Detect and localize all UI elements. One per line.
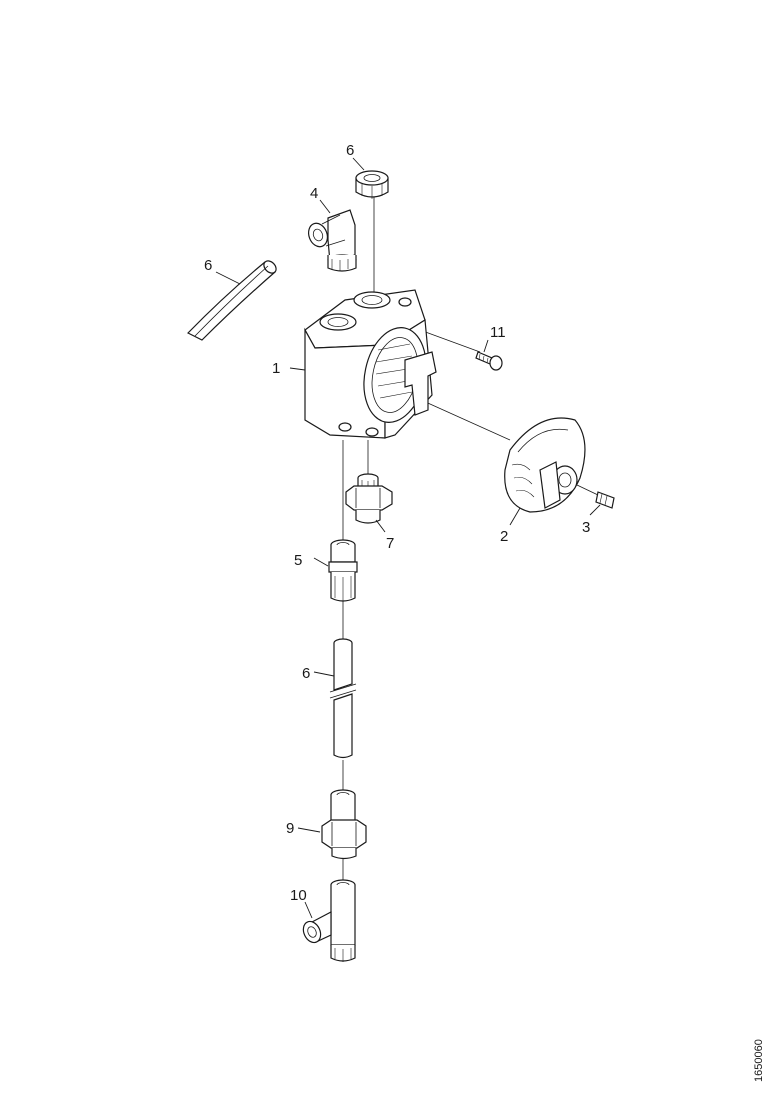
callout-10: 10 [290,887,307,904]
part-4-elbow-fitting [307,209,357,272]
callout-6-hose: 6 [204,257,212,274]
part-10-tee-fitting [302,879,356,962]
callout-11: 11 [490,324,506,341]
part-2-cover [504,417,586,513]
callout-3: 3 [582,519,590,536]
callout-6-tube: 6 [302,665,310,682]
callout-9: 9 [286,820,294,837]
part-6-hose [186,260,277,341]
callout-4: 4 [310,185,318,202]
callout-6-top: 6 [346,142,354,159]
part-3-screw [576,484,615,509]
drawing-id: 1650060 [753,1039,765,1082]
part-1-pump-body [304,289,437,439]
part-9-reducer-fitting [321,789,367,860]
callout-5: 5 [294,552,302,569]
callout-1: 1 [272,360,280,377]
part-7-hex-fitting [345,473,393,524]
part-11-screw [475,351,503,371]
part-6-cap [355,170,389,199]
callout-2: 2 [500,528,508,545]
part-6-tube [329,638,357,759]
callout-labels: 6 4 6 11 1 2 3 7 5 6 9 10 [204,142,590,904]
callout-7: 7 [386,535,394,552]
leader-lines [215,157,601,919]
part-5-coupling [328,539,358,602]
